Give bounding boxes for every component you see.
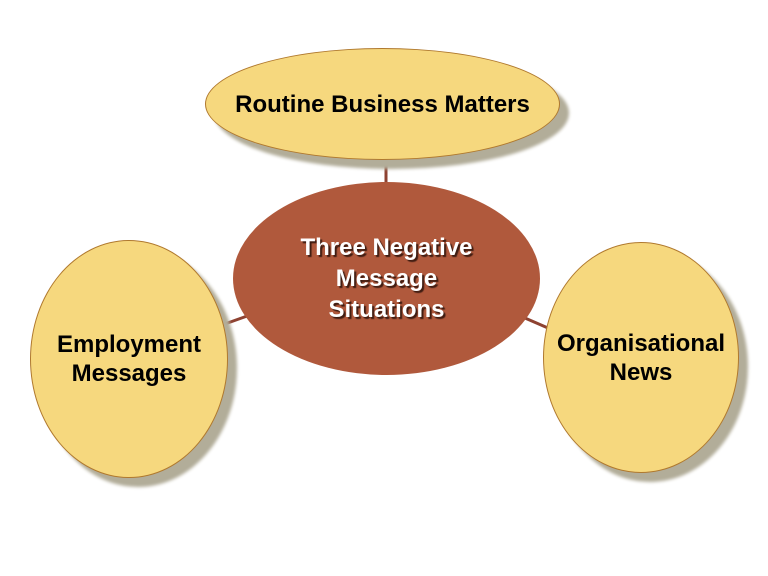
- node-organisational-news: Organisational News: [543, 242, 739, 473]
- node-label-line: Messages: [71, 360, 187, 387]
- node-label-line: Three Negative: [300, 234, 473, 261]
- node-three-negative-message-situations: Three Negative Message Situations: [233, 182, 540, 375]
- node-label-line: Situations: [328, 296, 445, 323]
- node-label-line: Message: [335, 265, 438, 292]
- node-employment-messages: Employment Messages: [30, 240, 228, 478]
- node-label-line: News: [609, 358, 673, 386]
- node-label-line: Employment: [56, 331, 202, 358]
- node-routine-business-matters: Routine Business Matters: [205, 48, 560, 160]
- node-label: Routine Business Matters: [235, 90, 530, 118]
- node-label-line: Organisational: [556, 329, 726, 357]
